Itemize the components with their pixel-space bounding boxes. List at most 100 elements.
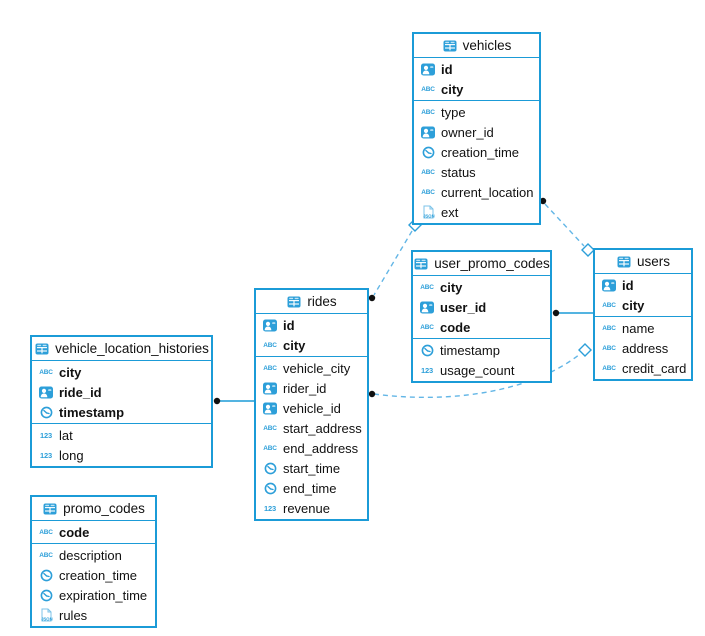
- table-icon: [42, 503, 58, 515]
- clock-icon: [419, 344, 435, 357]
- column-id[interactable]: id: [256, 315, 367, 335]
- table-name: promo_codes: [63, 501, 145, 516]
- column-name: start_address: [283, 420, 362, 436]
- column-name: ext: [441, 204, 459, 220]
- number-icon: 123: [264, 503, 276, 513]
- column-end_time[interactable]: end_time: [256, 478, 367, 498]
- column-ride_id[interactable]: ride_id: [32, 382, 211, 402]
- column-creation_time[interactable]: creation_time: [32, 565, 155, 585]
- column-name: type: [441, 104, 466, 120]
- text-icon: ABC: [421, 168, 435, 176]
- column-city[interactable]: ABC city: [595, 295, 691, 315]
- table-header[interactable]: rides: [256, 290, 367, 314]
- column-ext[interactable]: JSON ext: [414, 202, 539, 222]
- column-name: city: [622, 297, 645, 313]
- table-header[interactable]: vehicle_location_histories: [32, 337, 211, 361]
- table-name: rides: [307, 294, 337, 309]
- clock-icon: [262, 462, 278, 475]
- column-vehicle_id[interactable]: vehicle_id: [256, 398, 367, 418]
- column-name: name: [622, 320, 655, 336]
- column-owner_id[interactable]: owner_id: [414, 122, 539, 142]
- column-creation_time[interactable]: creation_time: [414, 142, 539, 162]
- column-id[interactable]: id: [595, 275, 691, 295]
- column-name: creation_time: [441, 144, 520, 160]
- column-name: user_id: [440, 299, 487, 315]
- table-icon: [442, 40, 458, 52]
- relation-rides-to-users[interactable]: [368, 343, 592, 399]
- column-name: address: [622, 340, 669, 356]
- text-icon: ABC: [602, 324, 616, 332]
- text-icon: ABC: [39, 528, 53, 536]
- user-id-icon: [262, 402, 278, 415]
- table-header[interactable]: users: [595, 250, 691, 274]
- column-name: end_time: [283, 480, 337, 496]
- user-id-icon: [419, 301, 435, 314]
- column-name: description: [59, 547, 122, 563]
- column-expiration_time[interactable]: expiration_time: [32, 585, 155, 605]
- text-icon: ABC: [602, 301, 616, 309]
- column-start_time[interactable]: start_time: [256, 458, 367, 478]
- table-icon: [286, 296, 302, 308]
- table-header[interactable]: user_promo_codes: [413, 252, 550, 276]
- relation-user_promo_codes-to-users[interactable]: [552, 309, 594, 317]
- text-icon: ABC: [421, 188, 435, 196]
- column-name: vehicle_city: [283, 360, 351, 376]
- column-name: id: [441, 61, 453, 77]
- table-name: vehicle_location_histories: [55, 341, 209, 356]
- text-icon: ABC: [263, 444, 277, 452]
- column-rider_id[interactable]: rider_id: [256, 378, 367, 398]
- table-header[interactable]: promo_codes: [32, 497, 155, 521]
- column-name[interactable]: ABC name: [595, 318, 691, 338]
- text-icon: ABC: [420, 283, 434, 291]
- table-header[interactable]: vehicles: [414, 34, 539, 58]
- column-name: owner_id: [441, 124, 494, 140]
- column-name: ride_id: [59, 384, 102, 400]
- json-icon: JSON: [420, 205, 436, 219]
- column-id[interactable]: id: [414, 59, 539, 79]
- column-name: id: [622, 277, 634, 293]
- number-icon: 123: [40, 450, 52, 460]
- svg-text:JSON: JSON: [41, 617, 52, 622]
- relation-vehicle_location_histories-to-rides[interactable]: [213, 397, 255, 405]
- table-name: user_promo_codes: [434, 256, 550, 271]
- column-timestamp[interactable]: timestamp: [32, 402, 211, 422]
- relation-vehicles-to-users[interactable]: [539, 197, 595, 257]
- column-timestamp[interactable]: timestamp: [413, 340, 550, 360]
- column-user_id[interactable]: user_id: [413, 297, 550, 317]
- user-id-icon: [262, 382, 278, 395]
- table-icon: [34, 343, 50, 355]
